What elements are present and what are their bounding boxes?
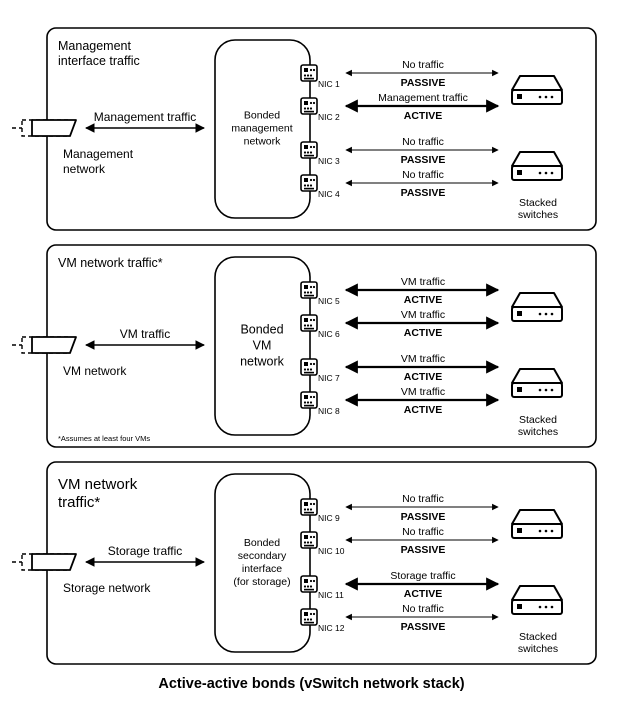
nic-state-label: ACTIVE bbox=[404, 371, 443, 383]
nic-label: NIC 12 bbox=[318, 623, 345, 633]
nic-state-label: ACTIVE bbox=[404, 588, 443, 600]
nic-traffic-label: No traffic bbox=[402, 169, 444, 181]
nic-label: NIC 5 bbox=[318, 296, 340, 306]
bond-label-line: interface bbox=[242, 563, 282, 575]
nic-traffic-label: Storage traffic bbox=[390, 570, 455, 582]
panel-title-line: VM network bbox=[58, 476, 138, 493]
network-label-line: Management bbox=[63, 147, 134, 161]
nic-traffic-label: VM traffic bbox=[401, 353, 445, 365]
stacked-switch-2 bbox=[511, 585, 563, 615]
nic-traffic-label: No traffic bbox=[402, 526, 444, 538]
nic-state-label: ACTIVE bbox=[404, 110, 443, 122]
bond-box bbox=[214, 39, 311, 219]
bond-label-line: network bbox=[244, 136, 282, 148]
panel-title-line: VM network traffic* bbox=[58, 256, 163, 270]
nic-label: NIC 1 bbox=[318, 79, 340, 89]
stacked-switch-1 bbox=[511, 509, 563, 539]
stacked-switch-2 bbox=[511, 368, 563, 398]
stacked-switch-1 bbox=[511, 292, 563, 322]
panel-frame bbox=[46, 244, 597, 448]
nic-traffic-label: Management traffic bbox=[378, 92, 468, 104]
nic-label: NIC 8 bbox=[318, 406, 340, 416]
nic-label: NIC 4 bbox=[318, 189, 340, 199]
nic-label: NIC 9 bbox=[318, 513, 340, 523]
network-label-line: Storage network bbox=[63, 581, 151, 595]
stacked-switch-1 bbox=[511, 75, 563, 105]
external-link-label: Management traffic bbox=[94, 110, 197, 124]
nic-traffic-label: VM traffic bbox=[401, 386, 445, 398]
bond-label-line: secondary bbox=[238, 550, 287, 562]
bond-box bbox=[214, 473, 311, 653]
network-label-line: VM network bbox=[63, 364, 127, 378]
nic-traffic-label: No traffic bbox=[402, 136, 444, 148]
switch-label-line: switches bbox=[518, 426, 558, 438]
nic-state-label: ACTIVE bbox=[404, 294, 443, 306]
nic-traffic-label: VM traffic bbox=[401, 309, 445, 321]
nic-label: NIC 7 bbox=[318, 373, 340, 383]
diagram-caption: Active-active bonds (vSwitch network sta… bbox=[158, 676, 465, 692]
bond-label-line: network bbox=[240, 354, 285, 368]
nic-state-label: PASSIVE bbox=[401, 544, 446, 556]
bond-label-line: VM bbox=[253, 338, 272, 352]
nic-traffic-label: No traffic bbox=[402, 493, 444, 505]
switch-label-line: Stacked bbox=[519, 197, 557, 209]
nic-state-label: PASSIVE bbox=[401, 154, 446, 166]
nic-state-label: PASSIVE bbox=[401, 621, 446, 633]
nic-label: NIC 3 bbox=[318, 156, 340, 166]
nic-traffic-label: No traffic bbox=[402, 603, 444, 615]
switch-label-line: Stacked bbox=[519, 414, 557, 426]
nic-traffic-label: No traffic bbox=[402, 59, 444, 71]
bond-label-line: Bonded bbox=[244, 537, 280, 549]
nic-state-label: ACTIVE bbox=[404, 327, 443, 339]
switch-label-line: Stacked bbox=[519, 631, 557, 643]
nic-label: NIC 2 bbox=[318, 112, 340, 122]
panel-title-line: traffic* bbox=[58, 494, 100, 511]
nic-state-label: PASSIVE bbox=[401, 511, 446, 523]
external-link-label: Storage traffic bbox=[108, 544, 182, 558]
network-label-line: network bbox=[63, 162, 106, 176]
external-link-label: VM traffic bbox=[120, 327, 170, 341]
bond-label-line: (for storage) bbox=[233, 576, 290, 588]
panel-footnote: *Assumes at least four VMs bbox=[58, 434, 150, 443]
bond-box bbox=[214, 256, 311, 436]
switch-label-line: switches bbox=[518, 643, 558, 655]
nic-traffic-label: VM traffic bbox=[401, 276, 445, 288]
panel-title-line: Management bbox=[58, 39, 131, 53]
nic-label: NIC 10 bbox=[318, 546, 345, 556]
nic-state-label: PASSIVE bbox=[401, 187, 446, 199]
panel-title-line: interface traffic bbox=[58, 54, 140, 68]
nic-label: NIC 6 bbox=[318, 329, 340, 339]
stacked-switch-2 bbox=[511, 151, 563, 181]
nic-state-label: PASSIVE bbox=[401, 77, 446, 89]
nic-label: NIC 11 bbox=[318, 590, 344, 600]
bond-label-line: Bonded bbox=[244, 110, 280, 122]
bond-label-line: Bonded bbox=[240, 322, 283, 336]
nic-state-label: ACTIVE bbox=[404, 404, 443, 416]
bond-label-line: management bbox=[231, 123, 292, 135]
switch-label-line: switches bbox=[518, 209, 558, 221]
